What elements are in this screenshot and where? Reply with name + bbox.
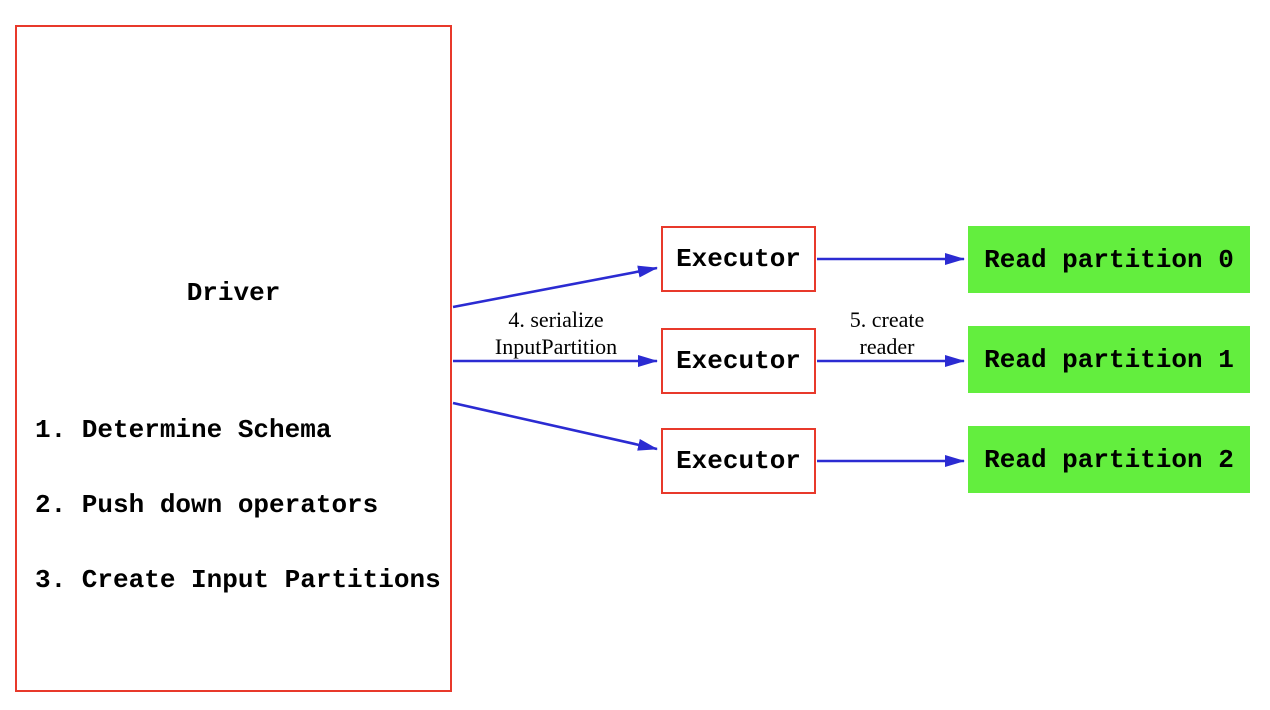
arrow-driver-to-executor-2 (452, 401, 658, 451)
edge-label-serialize-line-2: InputPartition (494, 334, 618, 359)
partition-box-0: Read partition 0 (968, 226, 1250, 293)
edge-label-serialize-inputpartition: 4. serialize InputPartition (440, 306, 672, 360)
driver-step-2: 2. Push down operators (35, 490, 379, 520)
executor-box-0: Executor (661, 226, 816, 292)
executor-box-1: Executor (661, 328, 816, 394)
arrow-driver-to-executor-0 (452, 265, 658, 309)
driver-box: Driver 1. Determine Schema 2. Push down … (15, 25, 452, 692)
partition-box-1: Read partition 1 (968, 326, 1250, 393)
driver-step-1: 1. Determine Schema (35, 415, 332, 445)
edge-label-serialize-line-1: 4. serialize (508, 307, 604, 332)
driver-title: Driver (186, 278, 281, 308)
edge-label-create-reader: 5. create reader (812, 306, 962, 360)
driver-steps-list: 1. Determine Schema 2. Push down operato… (35, 368, 441, 643)
driver-step-3: 3. Create Input Partitions (35, 565, 441, 595)
executor-box-2: Executor (661, 428, 816, 494)
edge-label-create-reader-line-1: 5. create (849, 307, 925, 332)
partition-box-2: Read partition 2 (968, 426, 1250, 493)
edge-label-create-reader-line-2: reader (859, 334, 915, 359)
